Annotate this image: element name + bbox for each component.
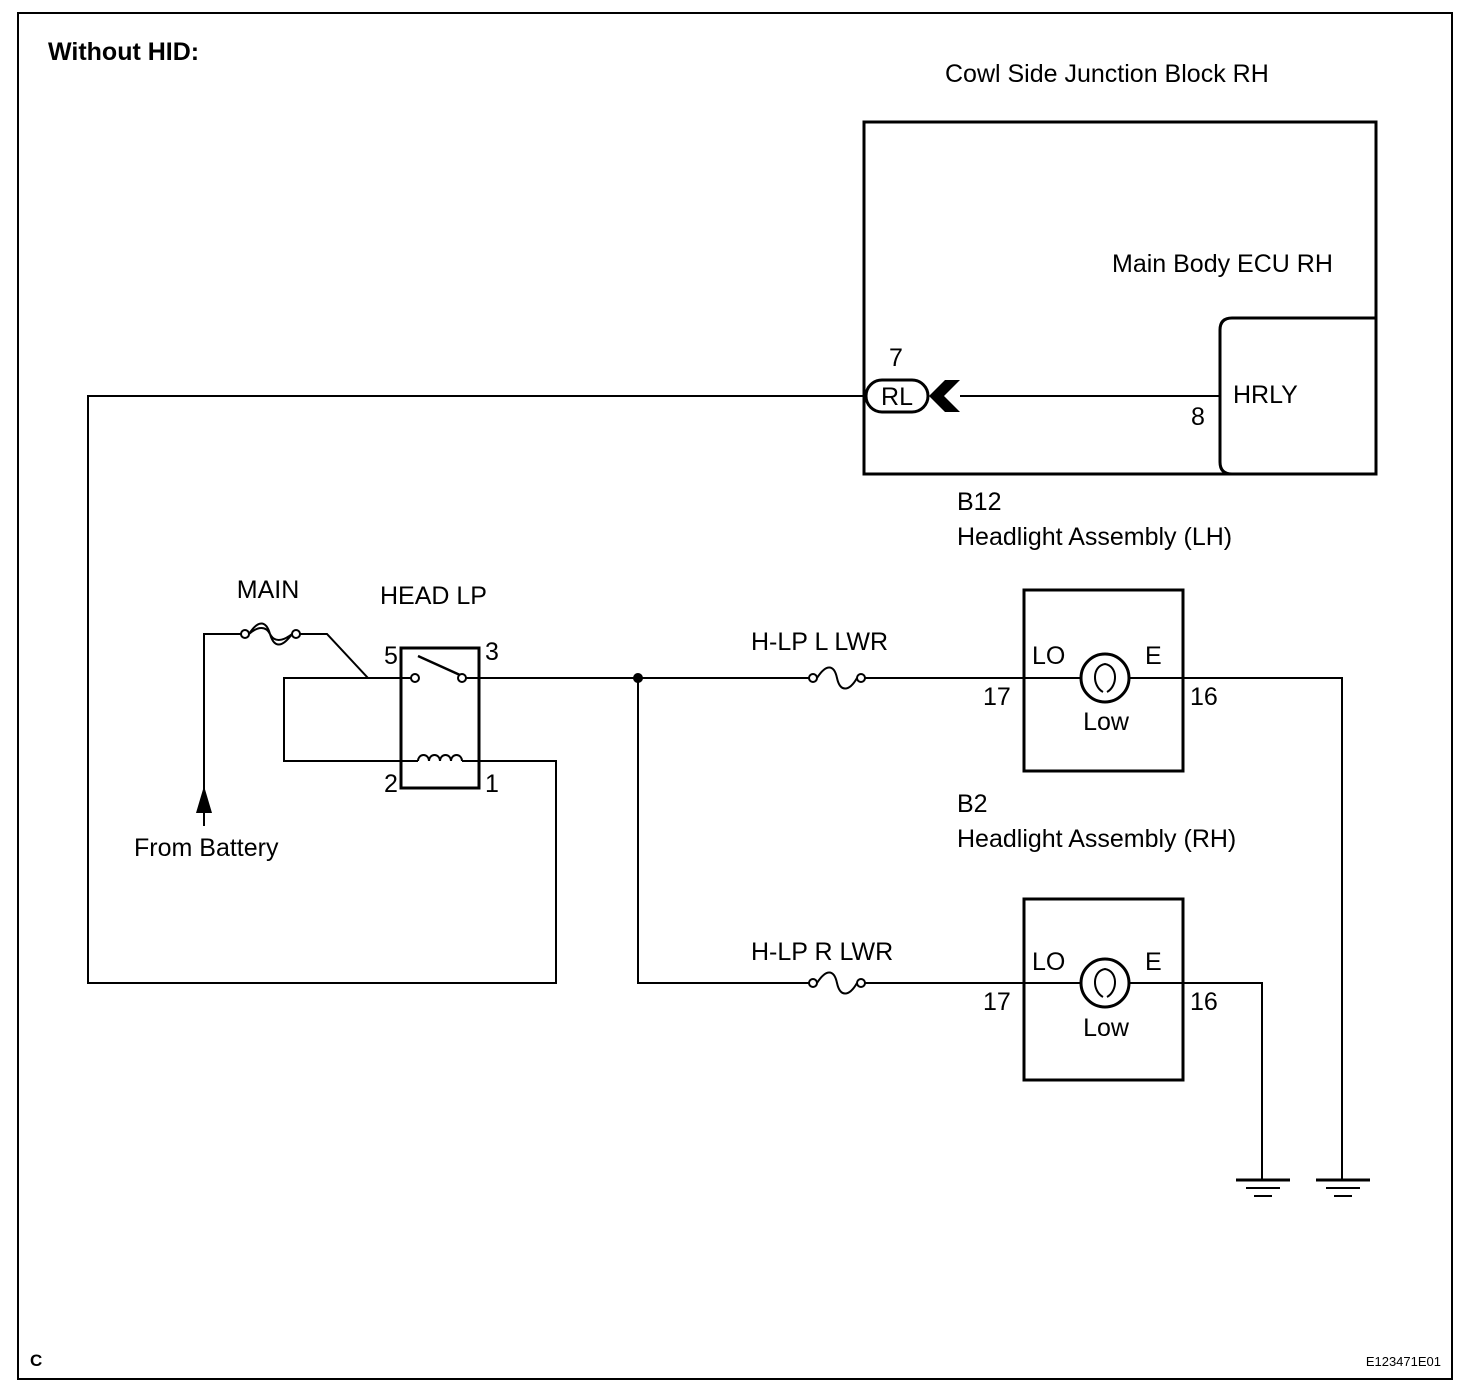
ecu-terminal-number: 8 bbox=[1191, 403, 1205, 431]
headlight-lh-box bbox=[1022, 588, 1185, 773]
main-fuse-icon bbox=[248, 622, 293, 646]
headlight-rh-name: Headlight Assembly (RH) bbox=[957, 825, 1236, 853]
headlight-lh-pin-out: 16 bbox=[1190, 683, 1218, 711]
fuse-left-terminal-a bbox=[808, 673, 818, 683]
fuse-right-terminal-a bbox=[808, 978, 818, 988]
fuse-left-icon bbox=[816, 666, 858, 690]
headlight-lh-lo-label: LO bbox=[1032, 642, 1065, 670]
headlight-lh-code: B12 bbox=[957, 488, 1001, 516]
relay-pin5-label: 5 bbox=[384, 642, 398, 670]
junction-block-box bbox=[862, 120, 1378, 476]
headlight-lh-lamp-label: Low bbox=[1083, 708, 1130, 736]
relay-box bbox=[399, 646, 481, 790]
lamp-filament-icon bbox=[1094, 662, 1116, 693]
lamp-bulb-icon bbox=[1079, 652, 1131, 704]
junction-block-label: Cowl Side Junction Block RH bbox=[945, 60, 1269, 88]
rl-terminal-number: 7 bbox=[889, 344, 903, 372]
wire-rl-to-relay-pin1 bbox=[87, 395, 866, 984]
relay-coil-icon bbox=[417, 754, 463, 762]
battery-label: From Battery bbox=[134, 834, 279, 862]
headlight-lh-pin-in: 17 bbox=[983, 683, 1011, 711]
diagram-frame bbox=[17, 12, 1453, 1380]
ground-icon bbox=[1236, 1178, 1290, 1197]
footer-left-code: C bbox=[30, 1351, 42, 1370]
headlight-rh-e-label: E bbox=[1145, 948, 1162, 976]
main-fuse-label: MAIN bbox=[237, 576, 300, 604]
relay-label: HEAD LP bbox=[380, 582, 487, 610]
fuse-left-terminal-b bbox=[856, 673, 866, 683]
headlight-rh-pin-in: 17 bbox=[983, 988, 1011, 1016]
headlight-rh-lo-label: LO bbox=[1032, 948, 1065, 976]
fuse-right-label: H-LP R LWR bbox=[751, 938, 893, 966]
wire-pin5-to-pin2-loop bbox=[283, 677, 401, 762]
headlight-lh-e-label: E bbox=[1145, 642, 1162, 670]
lamp-bulb-icon bbox=[1079, 957, 1131, 1009]
ecu-label: Main Body ECU RH bbox=[1112, 250, 1333, 278]
ground-icon bbox=[1316, 1178, 1370, 1197]
wire-rh-to-ground bbox=[1183, 982, 1263, 1180]
headlight-rh-pin-out: 16 bbox=[1190, 988, 1218, 1016]
wire-lh-to-ground bbox=[1183, 677, 1343, 1180]
relay-pin3-label: 3 bbox=[485, 638, 499, 666]
wire-branch-to-fuse-right bbox=[637, 678, 809, 984]
connector-chevron-icon bbox=[929, 380, 960, 412]
ecu-hrly-label: HRLY bbox=[1233, 381, 1298, 409]
relay-switch-arm bbox=[417, 654, 461, 677]
main-fuse-terminal-left bbox=[240, 629, 250, 639]
main-fuse-terminal-right bbox=[291, 629, 301, 639]
fuse-right-terminal-b bbox=[856, 978, 866, 988]
relay-contact-left bbox=[410, 673, 420, 683]
wire-battery-to-main bbox=[203, 633, 242, 810]
relay-pin1-label: 1 bbox=[485, 770, 499, 798]
rl-connector-label: RL bbox=[881, 383, 913, 411]
headlight-rh-lamp-label: Low bbox=[1083, 1014, 1130, 1042]
headlight-lh-name: Headlight Assembly (LH) bbox=[957, 523, 1232, 551]
figure-id: E123471E01 bbox=[1366, 1354, 1441, 1369]
relay-pin2-label: 2 bbox=[384, 770, 398, 798]
fuse-left-label: H-LP L LWR bbox=[751, 628, 888, 656]
headlight-rh-code: B2 bbox=[957, 790, 988, 818]
diagram-title: Without HID: bbox=[48, 38, 199, 66]
fuse-right-icon bbox=[816, 971, 858, 995]
headlight-rh-box bbox=[1022, 897, 1185, 1082]
lamp-filament-icon bbox=[1094, 967, 1116, 998]
battery-arrow-icon bbox=[196, 786, 212, 813]
